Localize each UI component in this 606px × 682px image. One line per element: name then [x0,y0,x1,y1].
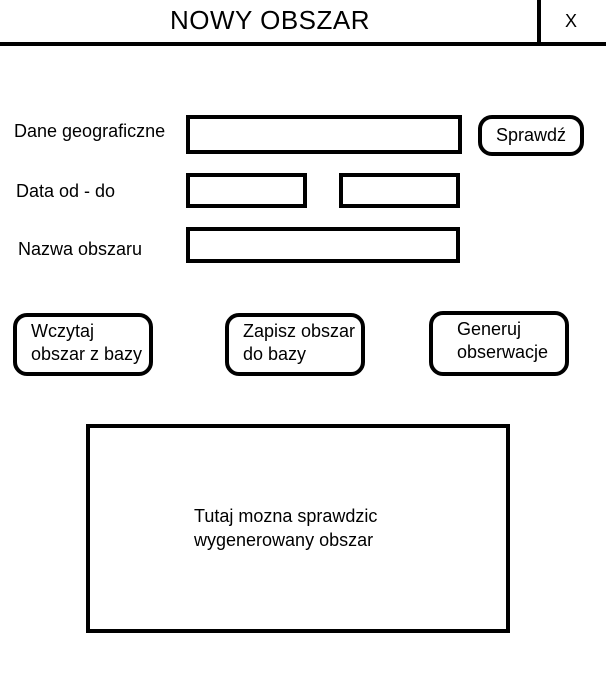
date-range-label: Data od - do [16,181,116,201]
check-button[interactable]: Sprawdź [478,115,584,156]
geo-data-label: Dane geograficzne [14,121,166,141]
generate-observations-button[interactable]: Generuj obserwacje [429,311,569,376]
save-area-button-line-1: Zapisz obszar [243,321,356,341]
preview-text-line-1: Tutaj mozna sprawdzic [194,506,378,526]
title-bar-rule [0,42,606,46]
area-name-input[interactable] [186,227,460,263]
load-area-from-db-button[interactable]: Wczytaj obszar z bazy [13,313,153,376]
date-to-input[interactable] [339,173,460,208]
save-area-to-db-button[interactable]: Zapisz obszar do bazy [225,313,365,376]
generate-button-line-2: obserwacje [457,342,549,362]
title-bar-divider [537,0,541,44]
load-area-button-line-2: obszar z bazy [31,344,143,364]
generate-button-line-1: Generuj [457,319,522,339]
area-name-label: Nazwa obszaru [18,239,143,259]
save-area-button-line-2: do bazy [243,344,307,364]
load-area-button-line-1: Wczytaj [31,321,94,341]
close-button[interactable]: X [564,10,577,31]
date-from-input[interactable] [186,173,307,208]
generated-area-preview: Tutaj mozna sprawdzic wygenerowany obsza… [86,424,510,633]
window-title: NOWY OBSZAR [169,5,371,35]
geo-data-input[interactable] [186,115,462,154]
preview-text-line-2: wygenerowany obszar [194,530,374,550]
preview-placeholder-text: Tutaj mozna sprawdzic wygenerowany obsza… [194,504,377,552]
